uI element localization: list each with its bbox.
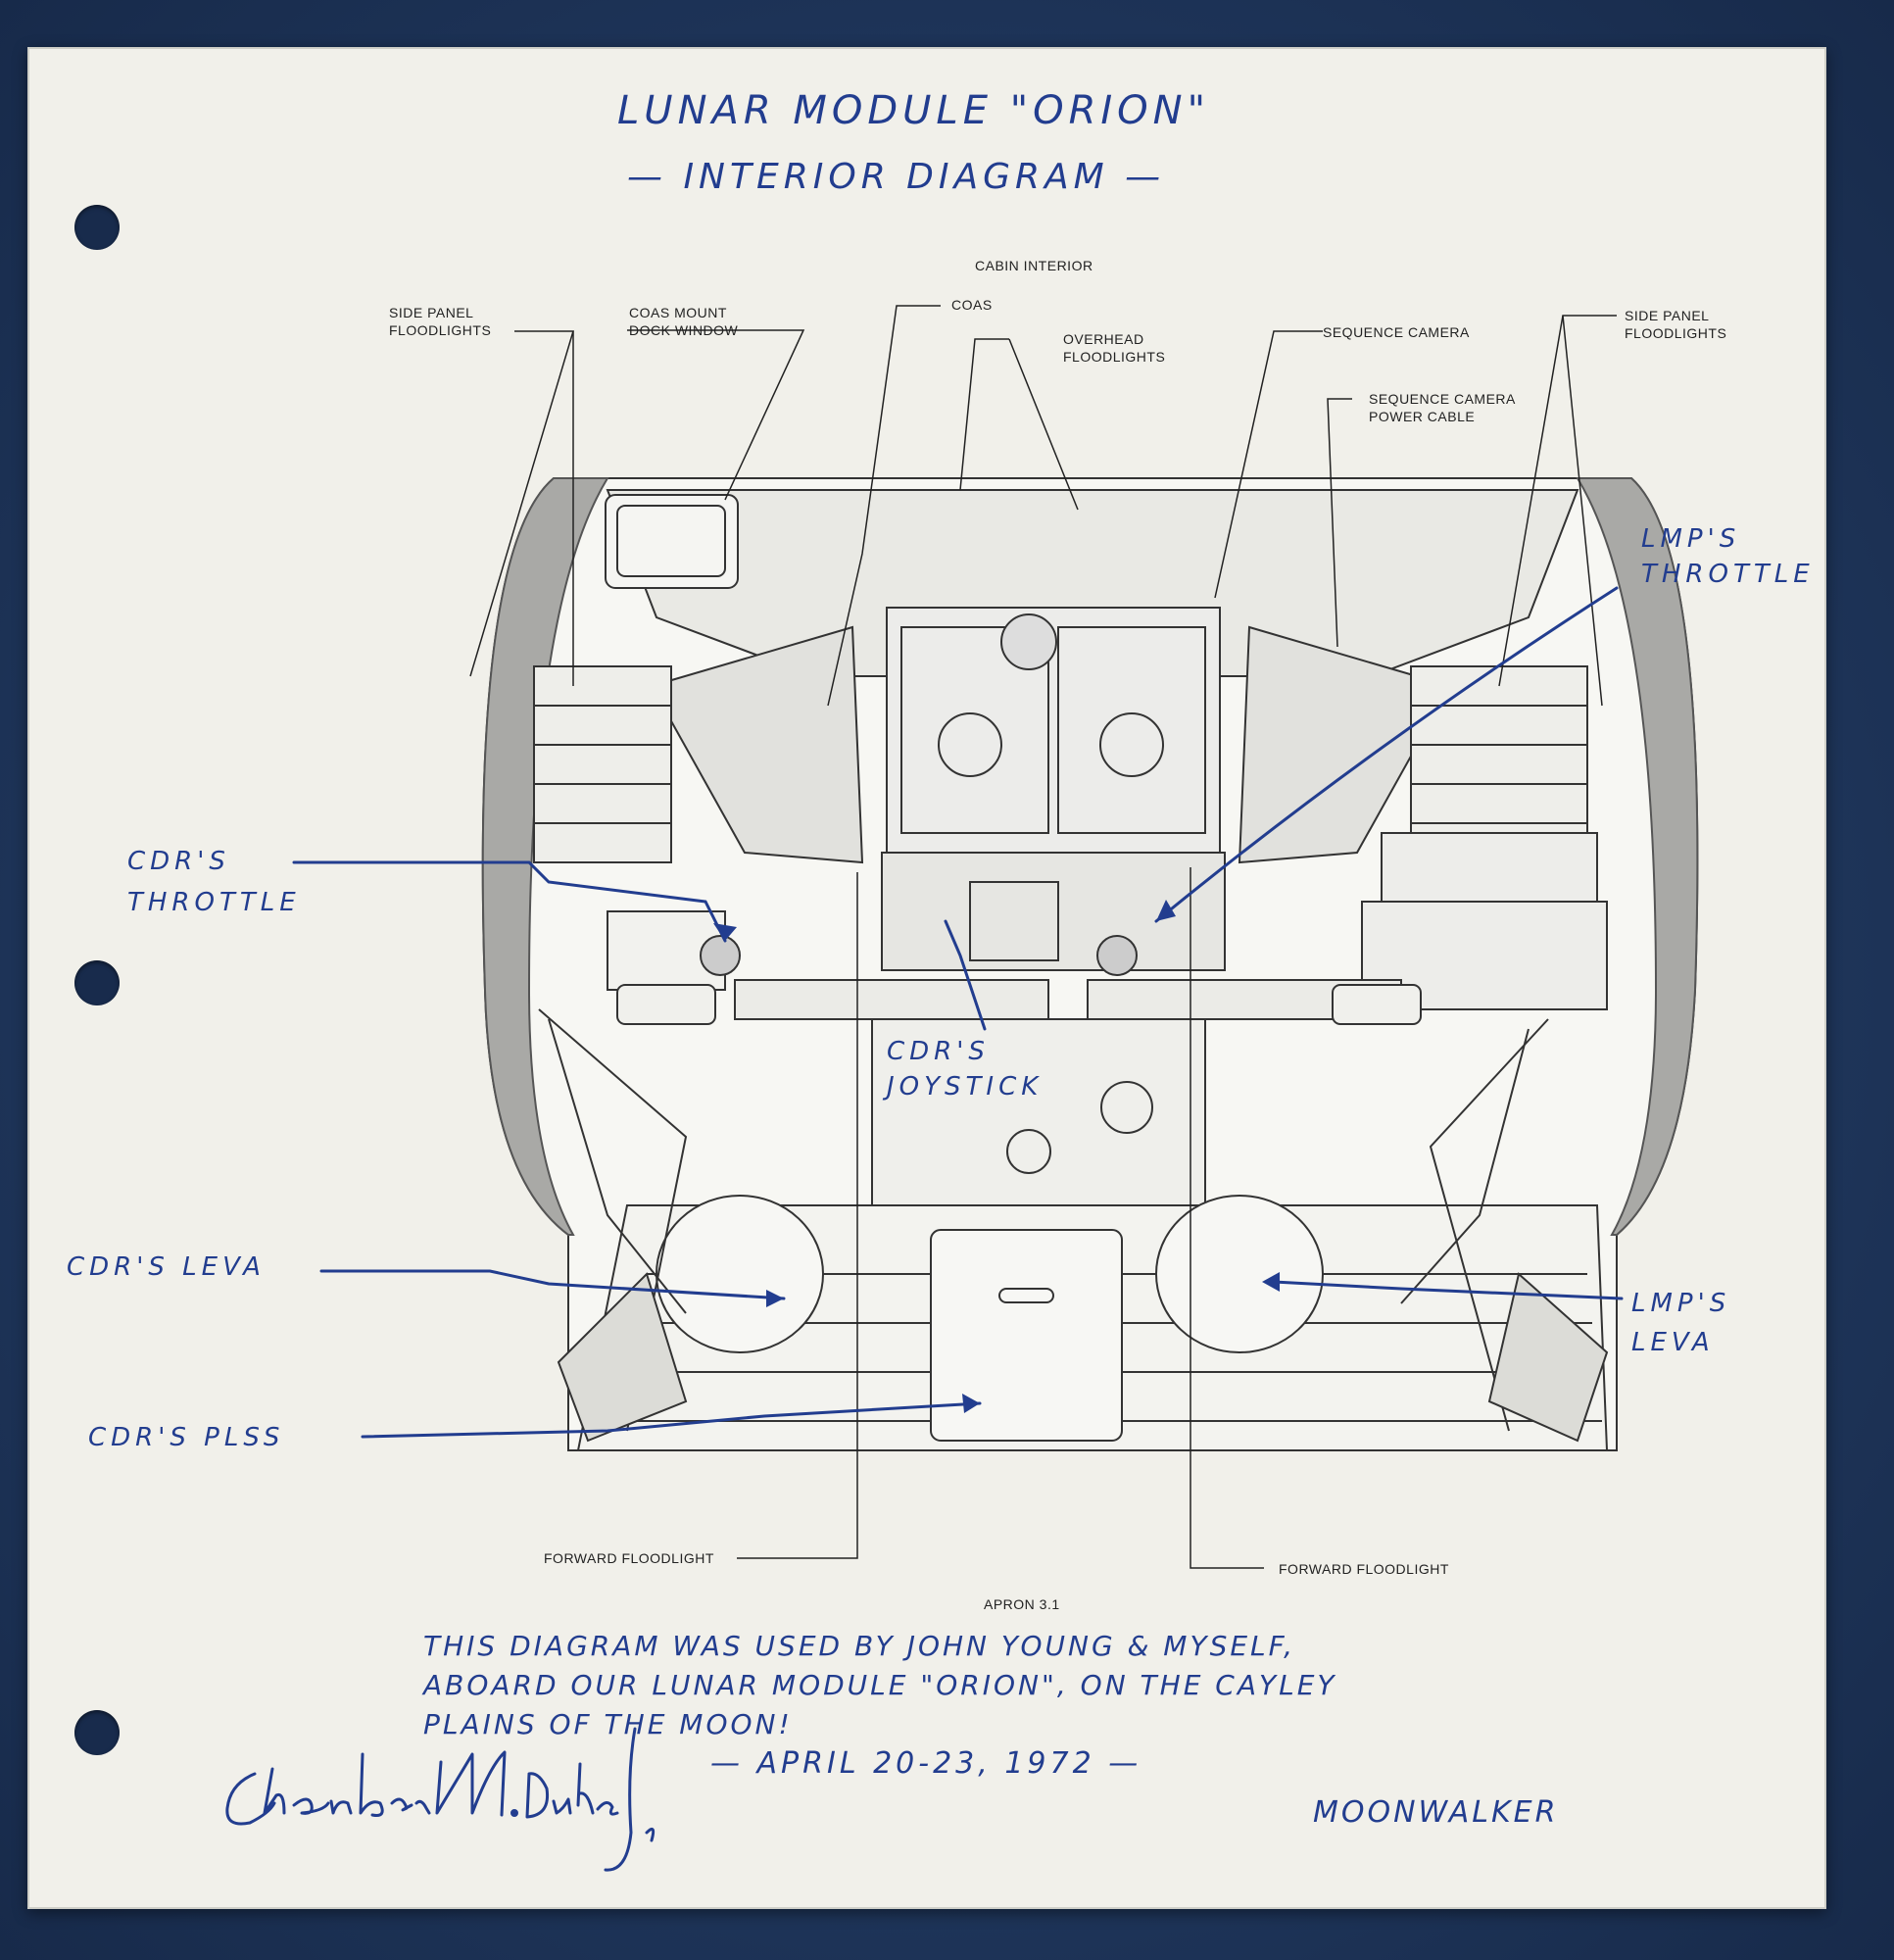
signature-image [225,1727,656,1872]
figure-reference: APRON 3.1 [984,1596,1060,1612]
moonwalker-label: MOONWALKER [1313,1795,1559,1830]
inscription-date: — APRIL 20-23, 1972 — [710,1746,1142,1781]
side-panel-floodlights-right-label: SIDE PANEL FLOODLIGHTS [1625,308,1727,341]
sequence-camera-power-cable-label: SEQUENCE CAMERA POWER CABLE [1369,391,1516,424]
cdr-leva-annotation: CDR'S LEVA [67,1252,266,1282]
side-panel-floodlights-left-label: SIDE PANEL FLOODLIGHTS [389,305,492,338]
cdr-joystick-annotation: CDR'S JOYSTICK [887,1037,1044,1102]
inscription-line-3: PLAINS OF THE MOON! [423,1708,793,1740]
lmp-throttle-annotation: LMP'S THROTTLE [1641,524,1815,589]
sequence-camera-label: SEQUENCE CAMERA [1323,324,1470,340]
overhead-floodlights-label: OVERHEAD FLOODLIGHTS [1063,331,1166,365]
cdr-throttle-annotation: CDR'S THROTTLE [127,847,301,917]
cabin-interior-label: CABIN INTERIOR [975,258,1093,273]
lmp-leva-annotation: LMP'S LEVA [1631,1289,1731,1357]
inscription-line-2: ABOARD OUR LUNAR MODULE "ORION", ON THE … [423,1669,1337,1701]
forward-floodlight-left-label: FORWARD FLOODLIGHT [544,1550,714,1566]
coas-mount-dock-window-label: COAS MOUNT DOCK WINDOW [629,305,739,338]
cdr-plss-annotation: CDR'S PLSS [88,1423,285,1452]
forward-floodlight-right-label: FORWARD FLOODLIGHT [1279,1561,1449,1577]
inscription-line-1: THIS DIAGRAM WAS USED BY JOHN YOUNG & MY… [423,1630,1296,1662]
diagram-subtitle: — INTERIOR DIAGRAM — [627,157,1166,197]
diagram-title: LUNAR MODULE "ORION" [617,88,1210,133]
coas-label: COAS [951,297,993,313]
binder-hole-top [74,205,120,250]
binder-hole-bottom [74,1710,120,1755]
binder-hole-middle [74,960,120,1005]
inscription-text: THIS DIAGRAM WAS USED BY JOHN YOUNG & MY… [423,1627,1337,1744]
